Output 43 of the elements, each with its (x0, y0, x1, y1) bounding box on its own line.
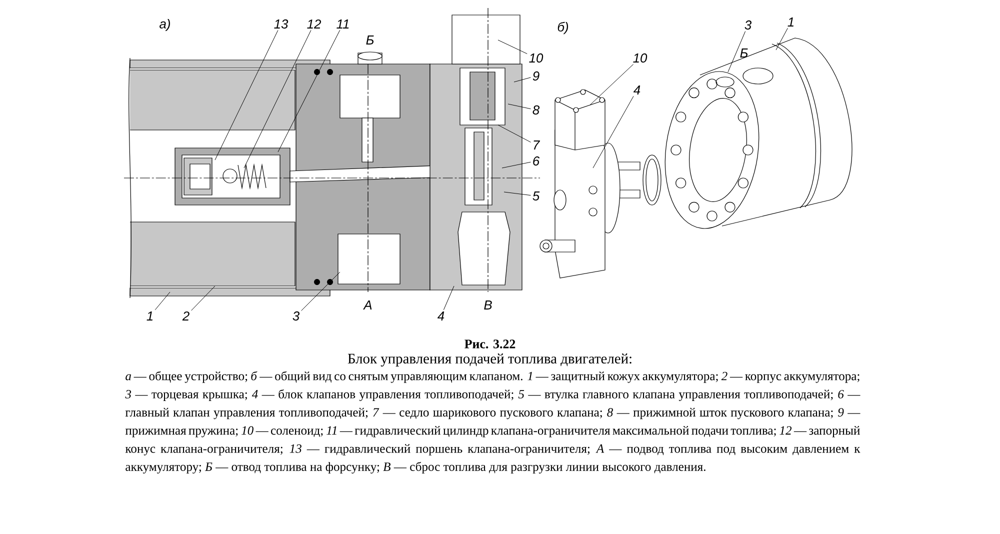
leader-line (776, 28, 788, 50)
port-letter: Б (366, 36, 374, 44)
callout-number: 5 (532, 191, 540, 200)
callout-number: 6 (533, 156, 540, 166)
callout-number: 10 (529, 53, 544, 63)
callout-number: 1 (146, 312, 153, 320)
leader-line (498, 124, 531, 142)
leader-line (508, 104, 531, 110)
leader-line (154, 292, 170, 310)
callout-number: 9 (532, 71, 540, 81)
callout-number: 2 (182, 311, 190, 321)
callout-number: 7 (534, 140, 540, 150)
port-letter: Б (740, 48, 748, 58)
panel-label: б) (558, 22, 568, 34)
leader-line (592, 96, 634, 168)
callout-number: 3 (292, 311, 300, 321)
callout-number: 12 (307, 19, 322, 29)
figure-title: Блок управления подачей топлива двигателей: (348, 354, 632, 366)
panel-label: а) (160, 18, 170, 32)
callout-number: 4 (437, 312, 444, 320)
leader-line (191, 286, 216, 311)
callout-number: 1 (788, 18, 794, 26)
callout-number: 13 (274, 19, 288, 29)
figure-number: Рис. 3.22 (464, 340, 516, 348)
leader-line (498, 40, 528, 54)
leader-line (301, 272, 340, 311)
leader-line (502, 162, 531, 168)
callout-number: 10 (633, 53, 648, 63)
port-letter: В (484, 300, 492, 310)
leader-line (278, 30, 340, 152)
leader-line (214, 30, 278, 160)
leader-line (590, 64, 634, 106)
port-letter: А (363, 300, 372, 310)
callout-number: 3 (744, 20, 752, 30)
caption-text: а — общее устройство; б — общий вид со снятым управляющим клапаном. 1 — защитный кожух аккумулятора; 2 — корпус аккумулятора; 3 — торцевая крышка; 4 — блок клапанов управления топливоподачей; 5 — втулка главного клапана управления топливоподачей; 6 — главный клапан управления топливоподачей; 7 — седло шарикового пускового клапана; 8 — прижимной шток пускового клапана; 9 — прижимная пружина; 10 — соленоид; 11 — гидравлический цилиндр клапана-ограничителя максимальной подачи топлива; 12 — запорный конус клапана-ограничителя; 13 — гидравлический поршень клапана-ограничителя; А — подвод топлива под высоким давлением к аккумулятору; Б — отвод топлива на форсунку; В — сброс топлива для разгрузки линии высокого давления. (125, 371, 860, 474)
callout-number: 11 (336, 20, 349, 28)
leader-line (504, 192, 531, 196)
leader-line (244, 30, 312, 168)
leader-line (443, 286, 454, 310)
leader-line (514, 77, 531, 82)
callout-number: 4 (633, 86, 640, 94)
leader-line (728, 31, 746, 72)
callout-number: 8 (532, 105, 540, 115)
